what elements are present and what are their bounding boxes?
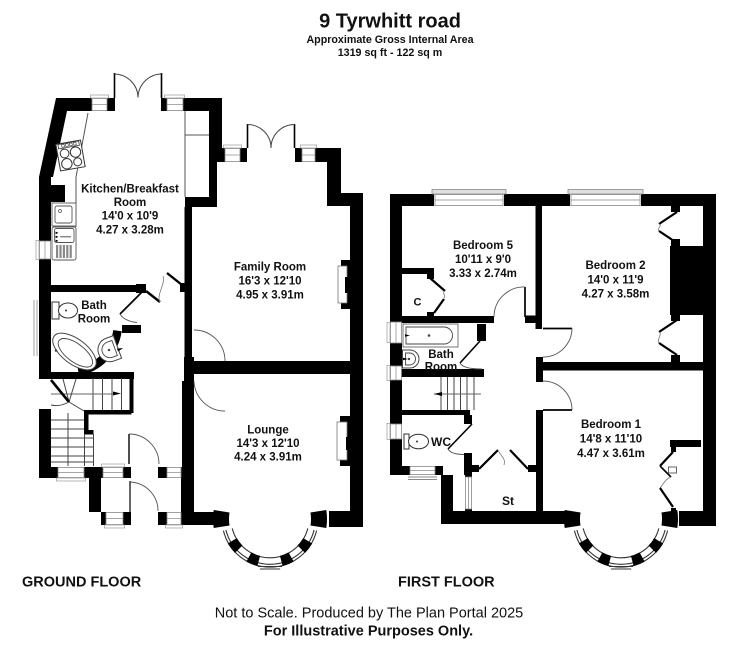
svg-text:14'8 x 11'10: 14'8 x 11'10 [580, 434, 642, 446]
svg-text:C: C [414, 297, 422, 309]
svg-text:1319 sq ft - 122 sq m: 1319 sq ft - 122 sq m [338, 47, 443, 59]
svg-text:16'3 x 12'10: 16'3 x 12'10 [238, 276, 301, 288]
svg-text:14'0 x 10'9: 14'0 x 10'9 [102, 211, 159, 223]
svg-text:3.33 x 2.74m: 3.33 x 2.74m [449, 268, 517, 280]
svg-text:Approximate Gross Internal Are: Approximate Gross Internal Area [306, 34, 474, 46]
svg-text:FIRST FLOOR: FIRST FLOOR [398, 575, 495, 591]
svg-text:Room: Room [78, 314, 111, 326]
svg-text:Room: Room [114, 197, 147, 209]
svg-text:WC: WC [431, 435, 451, 449]
svg-text:Family Room: Family Room [234, 262, 306, 274]
svg-text:4.47 x 3.61m: 4.47 x 3.61m [577, 448, 645, 460]
svg-text:14'3 x 12'10: 14'3 x 12'10 [236, 438, 299, 450]
svg-text:GROUND FLOOR: GROUND FLOOR [22, 575, 142, 591]
svg-text:14'0 x 11'9: 14'0 x 11'9 [588, 275, 644, 287]
svg-text:Bedroom 1: Bedroom 1 [581, 419, 642, 431]
svg-text:Kitchen/Breakfast: Kitchen/Breakfast [81, 184, 179, 196]
svg-text:10'11 x 9'0: 10'11 x 9'0 [455, 254, 511, 266]
svg-text:Bath: Bath [81, 300, 107, 312]
svg-text:4.27 x 3.28m: 4.27 x 3.28m [96, 225, 164, 237]
svg-text:Lounge: Lounge [247, 425, 289, 437]
svg-text:Bedroom 2: Bedroom 2 [585, 260, 645, 272]
svg-text:Bedroom 5: Bedroom 5 [453, 240, 514, 252]
svg-text:For Illustrative Purposes Only: For Illustrative Purposes Only. [264, 624, 473, 640]
svg-text:St: St [502, 494, 514, 508]
svg-text:Room: Room [425, 362, 458, 374]
svg-text:4.27 x 3.58m: 4.27 x 3.58m [582, 289, 650, 301]
svg-text:9 Tyrwhitt road: 9 Tyrwhitt road [319, 11, 461, 33]
svg-text:Not to Scale. Produced by The: Not to Scale. Produced by The Plan Porta… [215, 606, 523, 622]
svg-text:4.24 x 3.91m: 4.24 x 3.91m [234, 452, 302, 464]
svg-text:Bath: Bath [428, 349, 454, 361]
svg-text:4.95 x 3.91m: 4.95 x 3.91m [236, 290, 304, 302]
